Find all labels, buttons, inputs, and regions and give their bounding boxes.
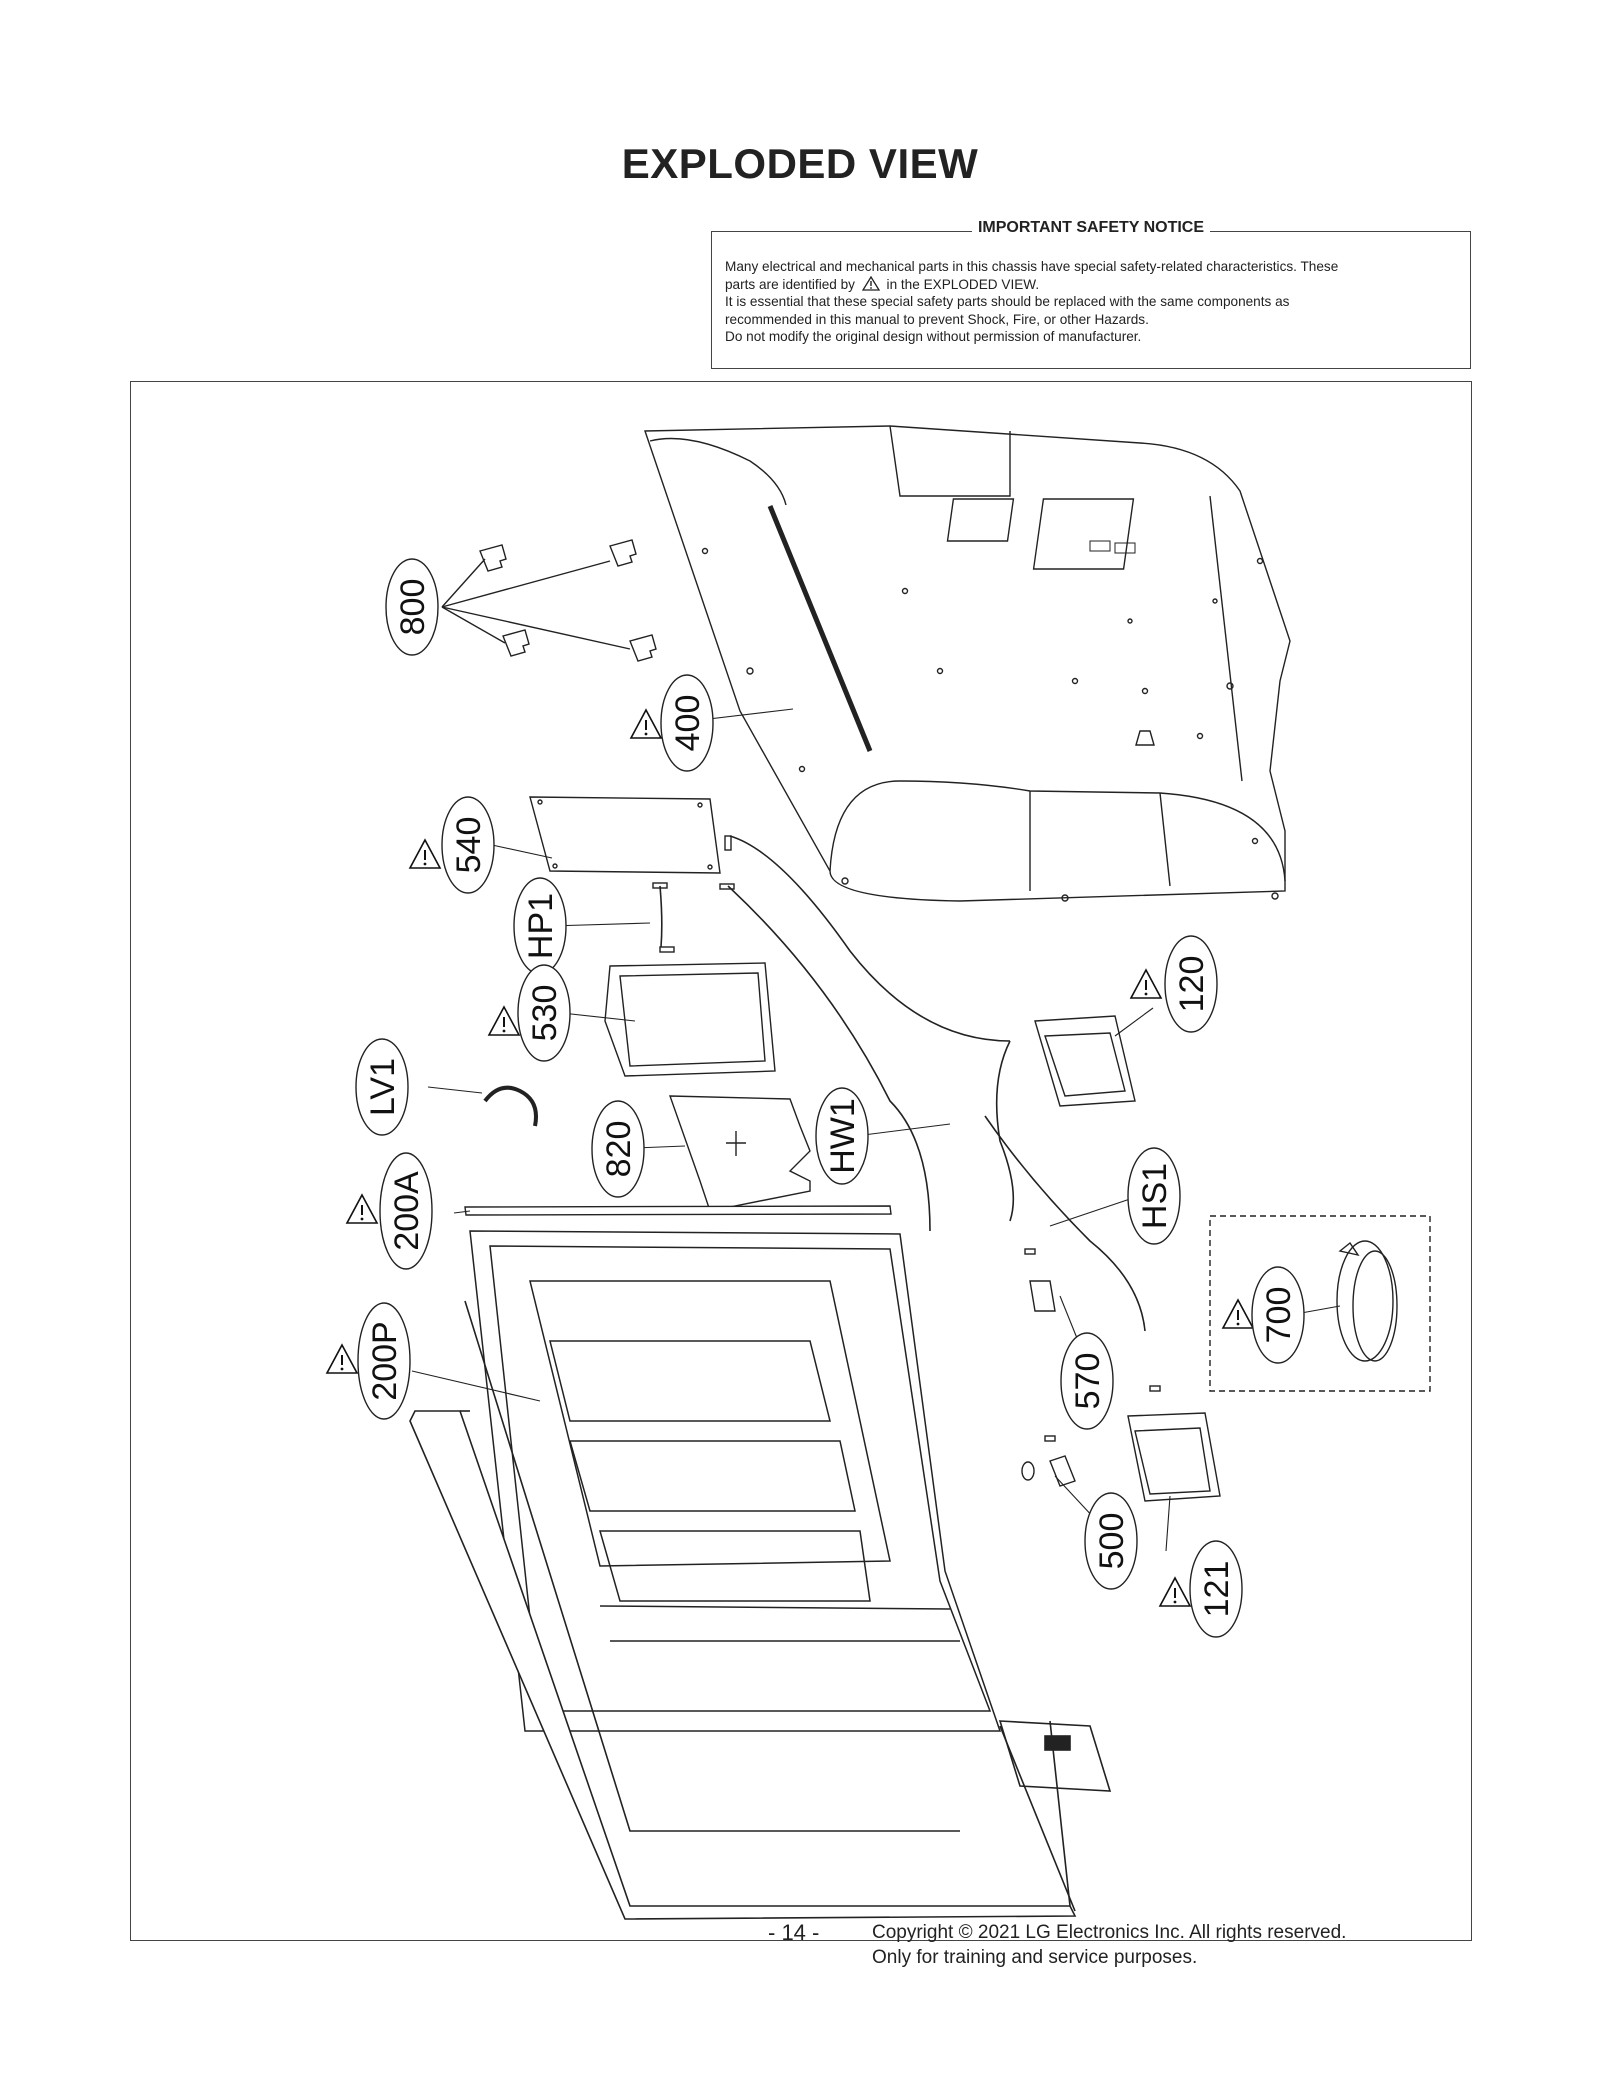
label-lv1: LV1 <box>364 1058 402 1116</box>
part-label-120: 120 <box>1130 935 1218 1033</box>
part-label-hs1: HS1 <box>1127 1147 1181 1245</box>
safety-notice-heading: IMPORTANT SAFETY NOTICE <box>971 219 1211 236</box>
notice-line-5: Do not modify the original design withou… <box>725 329 1142 344</box>
notice-line-4: recommended in this manual to prevent Sh… <box>725 311 1149 327</box>
label-200a: 200A <box>388 1171 426 1251</box>
insulator-sheet-820 <box>669 1095 811 1212</box>
part-label-hw1: HW1 <box>815 1087 869 1185</box>
label-hp1: HP1 <box>522 893 560 959</box>
label-120: 120 <box>1173 956 1211 1013</box>
notice-line-2-end: in the EXPLODED VIEW. <box>886 276 1040 292</box>
label-820: 820 <box>600 1121 638 1178</box>
small-parts <box>1021 1248 1161 1487</box>
main-board-540 <box>529 796 735 953</box>
label-hs1: HS1 <box>1136 1163 1174 1229</box>
page-title: EXPLODED VIEW <box>621 140 979 187</box>
copyright-block: Copyright © 2021 LG Electronics Inc. All… <box>872 1920 1346 1970</box>
cables <box>483 835 1146 1332</box>
part-label-820: 820 <box>591 1100 645 1198</box>
part-label-700: 700 <box>1222 1266 1305 1364</box>
warning-triangle-icon <box>861 275 880 291</box>
label-570: 570 <box>1069 1353 1107 1410</box>
copyright-text: Copyright © 2021 LG Electronics Inc. All… <box>872 1922 1347 1943</box>
strip-200a <box>464 1205 892 1216</box>
diagram-frame <box>130 381 1472 1941</box>
notice-line-2-start: parts are identified by <box>725 276 855 292</box>
power-cord-700 <box>1209 1215 1431 1392</box>
part-label-800: 800 <box>385 558 439 656</box>
part-label-hp1: HP1 <box>513 877 567 975</box>
speakers <box>1034 1015 1221 1502</box>
part-label-540: 540 <box>409 796 495 894</box>
part-label-400: 400 <box>630 674 714 772</box>
notice-line-2: parts are identified by in the EXPLODED … <box>725 275 1459 294</box>
notice-line-1: Many electrical and mechanical parts in … <box>725 259 1339 274</box>
leader-lines <box>411 708 1341 1552</box>
label-800: 800 <box>394 579 432 636</box>
label-400: 400 <box>669 695 707 752</box>
page-number: - 14 - <box>768 1920 820 1945</box>
label-540: 540 <box>450 817 488 874</box>
part-label-570: 570 <box>1060 1332 1114 1430</box>
safety-notice-box: IMPORTANT SAFETY NOTICE Many electrical … <box>711 219 1471 369</box>
label-700: 700 <box>1260 1287 1298 1344</box>
exploded-view-diagram: 800 400 540 HP1 530 LV1 820 HW1 200A 200 <box>326 425 1431 1920</box>
chassis-frame <box>469 1230 1002 1732</box>
panel-200p <box>409 1300 1112 1920</box>
copyright-note: Only for training and service purposes. <box>872 1947 1198 1968</box>
label-121: 121 <box>1198 1561 1236 1618</box>
part-label-500: 500 <box>1084 1492 1138 1590</box>
part-label-200p: 200P <box>326 1302 411 1420</box>
stand-brackets-800 <box>441 539 657 662</box>
safety-notice-text: Many electrical and mechanical parts in … <box>725 258 1459 346</box>
part-label-530: 530 <box>488 964 571 1062</box>
power-board-530 <box>604 962 776 1077</box>
part-label-200a: 200A <box>346 1152 433 1270</box>
back-cover-400 <box>644 425 1291 902</box>
notice-line-3: It is essential that these special safet… <box>725 294 1290 309</box>
part-label-lv1: LV1 <box>355 1038 409 1136</box>
part-label-121: 121 <box>1159 1540 1243 1638</box>
label-hw1: HW1 <box>824 1098 862 1174</box>
label-530: 530 <box>526 985 564 1042</box>
label-500: 500 <box>1093 1513 1131 1570</box>
label-200p: 200P <box>366 1321 404 1400</box>
